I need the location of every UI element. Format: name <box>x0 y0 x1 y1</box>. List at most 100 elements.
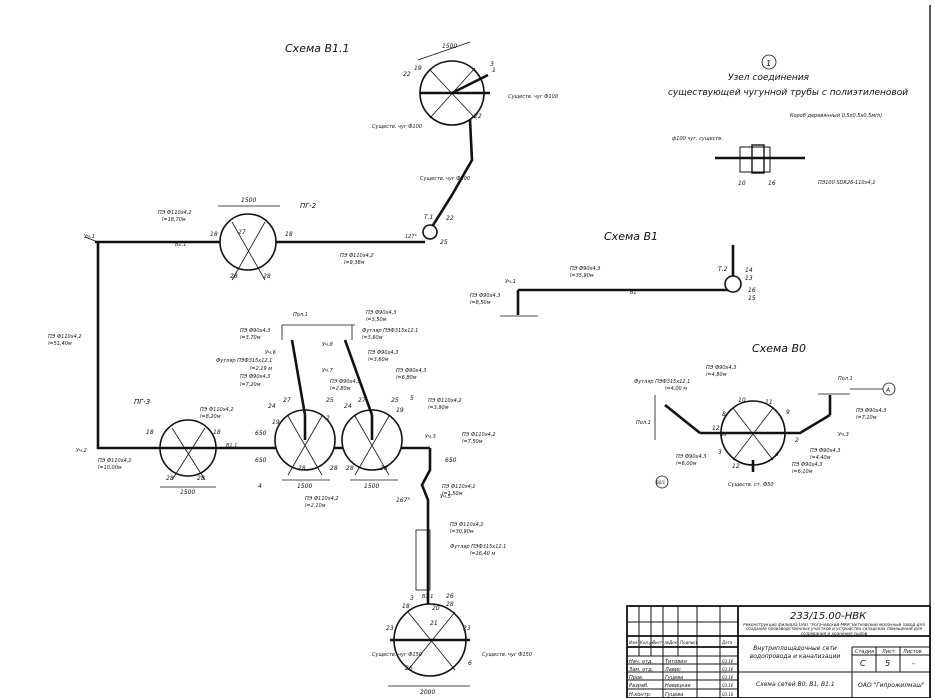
node-number: 1 <box>766 59 771 68</box>
tb-date3: 03.16 <box>722 675 734 680</box>
v1-pe2: ПЭ Ф90х4,3 <box>470 293 500 299</box>
vo1-circle <box>655 475 669 489</box>
scheme-v11-title: Схема В1.1 <box>285 42 350 55</box>
svg-text:19: 19 <box>396 407 404 414</box>
svg-text:2: 2 <box>326 415 330 422</box>
v0-pol: Пол.1 <box>636 420 651 426</box>
svg-text:28: 28 <box>298 465 306 472</box>
axis-a-label: А <box>885 387 890 394</box>
angle-127: 127° <box>405 234 418 240</box>
svg-text:19: 19 <box>414 65 422 72</box>
svg-text:28: 28 <box>380 465 388 472</box>
branch-fl1: l=3,60м <box>362 335 383 341</box>
uch6-label: Уч.6 <box>265 350 276 356</box>
center-label-pe2: ПЭ Ф110х4,2 <box>428 398 462 404</box>
svg-text:25: 25 <box>440 239 448 246</box>
tb-stage-hdr: Стадия <box>855 649 874 655</box>
center-label-pe4: ПЭ Ф110х4,2 <box>442 484 476 490</box>
tb-name5: Гуцева <box>665 692 683 698</box>
svg-text:27: 27 <box>358 397 366 404</box>
tb-name1: Титовин <box>665 659 687 665</box>
tb-role1: Нач. отд. <box>629 659 653 665</box>
tb-col-kol: Кол.уч <box>640 640 654 645</box>
svg-text:4: 4 <box>775 451 779 458</box>
svg-text:18: 18 <box>213 429 221 436</box>
branch-pe6: ПЭ Ф90х4,3 <box>396 368 426 374</box>
tb-code: 233/15.00-НВК <box>790 611 867 622</box>
branch-l1: l=3,50м <box>366 317 387 323</box>
vo1-label: В0/1 <box>656 480 665 485</box>
uch7-label: Уч.7 <box>322 368 334 374</box>
v11-tag: В1.1 <box>175 242 186 248</box>
v1-l2: l=8,50м <box>470 300 491 306</box>
tb-date1: 03.16 <box>722 659 734 664</box>
exist-label-3: Существ. чуг Ф100 <box>420 176 470 182</box>
svg-text:23: 23 <box>463 625 471 632</box>
svg-text:19: 19 <box>272 419 280 426</box>
v11-label-l2: l=9,38м <box>344 260 365 266</box>
v1-tag: В1 <box>630 290 637 296</box>
svg-text:24: 24 <box>268 403 276 410</box>
node-box-label: Короб деревянный 0,5х0,5х0,5м(h) <box>790 113 882 119</box>
node-number-circle <box>761 54 777 70</box>
tb-date4: 03.16 <box>722 683 734 688</box>
tb-role4: Разраб. <box>629 683 649 689</box>
v11-label-pe1: ПЭ Ф110х4,2 <box>158 210 192 216</box>
scheme-v1-title: Схема В1 <box>604 230 658 243</box>
tb-name2: Лавис <box>664 667 681 673</box>
branch-pe3: ПЭ Ф90х4,3 <box>368 350 398 356</box>
svg-text:3: 3 <box>410 595 414 602</box>
v11-label-pe2: ПЭ Ф110х4,2 <box>340 253 374 259</box>
svg-text:6: 6 <box>468 660 472 667</box>
tb-role5: Н.контр. <box>629 692 651 698</box>
v11-hook <box>84 236 99 243</box>
tb-col-data: Дата <box>721 640 733 645</box>
svg-text:18: 18 <box>402 603 410 610</box>
exist-label-2: Существ. чуг Ф100 <box>372 124 422 130</box>
svg-text:22: 22 <box>446 215 454 222</box>
v0-pol2: Пол.1 <box>838 376 853 382</box>
node-title-2: существующей чугунной трубы с полиэтилен… <box>668 88 908 98</box>
tb-role2: Зам. отд. <box>629 667 653 673</box>
branch-l3: l=3,60м <box>368 357 389 363</box>
svg-text:23: 23 <box>386 625 394 632</box>
svg-text:15: 15 <box>748 295 756 302</box>
svg-text:27: 27 <box>238 229 246 236</box>
svg-text:26: 26 <box>446 593 454 600</box>
svg-text:1: 1 <box>492 67 496 74</box>
node-n10: 10 <box>738 180 746 187</box>
uch5-label: Уч.5 <box>440 494 451 500</box>
down-l: l=30,90м <box>450 529 474 535</box>
v0-l1: l=4,80м <box>706 372 727 378</box>
node-n16: 16 <box>768 180 776 187</box>
pg3-dim: 1500 <box>180 489 195 496</box>
branch-pe2: ПЭ Ф90х4,3 <box>240 328 270 334</box>
t2-node <box>724 275 742 293</box>
node-pipe-right: ПЭ100 SDR26-110х4,2 <box>818 180 876 186</box>
pg2-dim: 1500 <box>241 197 256 204</box>
tb-name4: Навицкая <box>665 683 691 689</box>
v0-tag: В0 <box>720 432 727 438</box>
branch-fl2: l=2,19 м <box>250 366 272 372</box>
svg-text:9: 9 <box>786 409 790 416</box>
scheme-v0-title: Схема В0 <box>752 342 806 355</box>
tb-section: Внутриплощадочные сети водопровода и кан… <box>749 645 841 660</box>
tb-name3: Гуцева <box>665 675 683 681</box>
v11-label-pe3: ПЭ Ф110х4,2 <box>48 334 82 340</box>
tb-sheets-hdr: Листов <box>902 649 922 655</box>
v11-label-l1: l=18,70м <box>162 217 186 223</box>
down-fut: Футляр ПЭФ315х12,1 <box>450 544 506 550</box>
center-label-l2: l=3,90м <box>428 405 449 411</box>
svg-text:25: 25 <box>326 397 334 404</box>
svg-text:28: 28 <box>166 475 174 482</box>
svg-text:28: 28 <box>197 475 205 482</box>
svg-text:18: 18 <box>146 429 154 436</box>
tb-stage: С <box>860 659 866 668</box>
branch-fut2: Футляр ПЭФ315х12,1 <box>216 358 272 364</box>
svg-text:10: 10 <box>738 397 746 404</box>
svg-text:25: 25 <box>391 397 399 404</box>
branch-l5: l=2,80м <box>330 386 351 392</box>
pg3-label-pe: ПЭ Ф110х4,2 <box>200 407 234 413</box>
well-top-dim: 1500 <box>442 43 457 50</box>
branch-fut1: Футляр ПЭФ315х12,1 <box>362 328 418 334</box>
